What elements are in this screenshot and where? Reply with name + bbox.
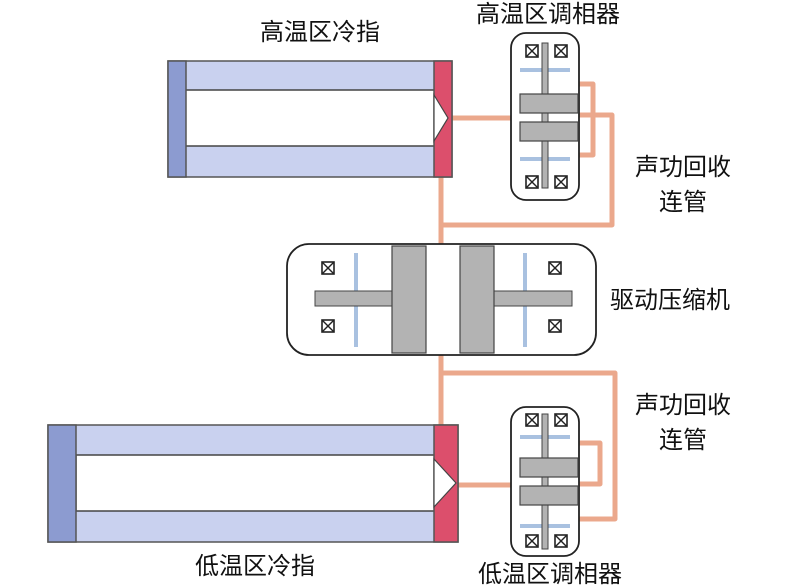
high-temp-cold-finger [167, 60, 453, 178]
label-high-temp-phase-shifter: 高温区调相器 [476, 0, 620, 28]
label-acoustic-tube-top-line2: 连管 [659, 188, 707, 216]
label-acoustic-tube-bottom-line1: 声功回收 [635, 391, 731, 419]
label-low-temp-cold-finger: 低温区冷指 [195, 552, 315, 580]
label-low-temp-phase-shifter: 低温区调相器 [478, 560, 622, 588]
label-drive-compressor: 驱动压缩机 [610, 286, 730, 314]
high-temp-phase-shifter [510, 32, 580, 201]
label-acoustic-tube-bottom-line2: 连管 [659, 426, 707, 454]
connecting-pipes [438, 81, 618, 522]
label-high-temp-cold-finger: 高温区冷指 [260, 18, 380, 46]
low-temp-phase-shifter [510, 406, 580, 557]
label-acoustic-tube-top-line1: 声功回收 [635, 153, 731, 181]
drive-compressor [286, 243, 597, 356]
low-temp-cold-finger [47, 424, 459, 543]
